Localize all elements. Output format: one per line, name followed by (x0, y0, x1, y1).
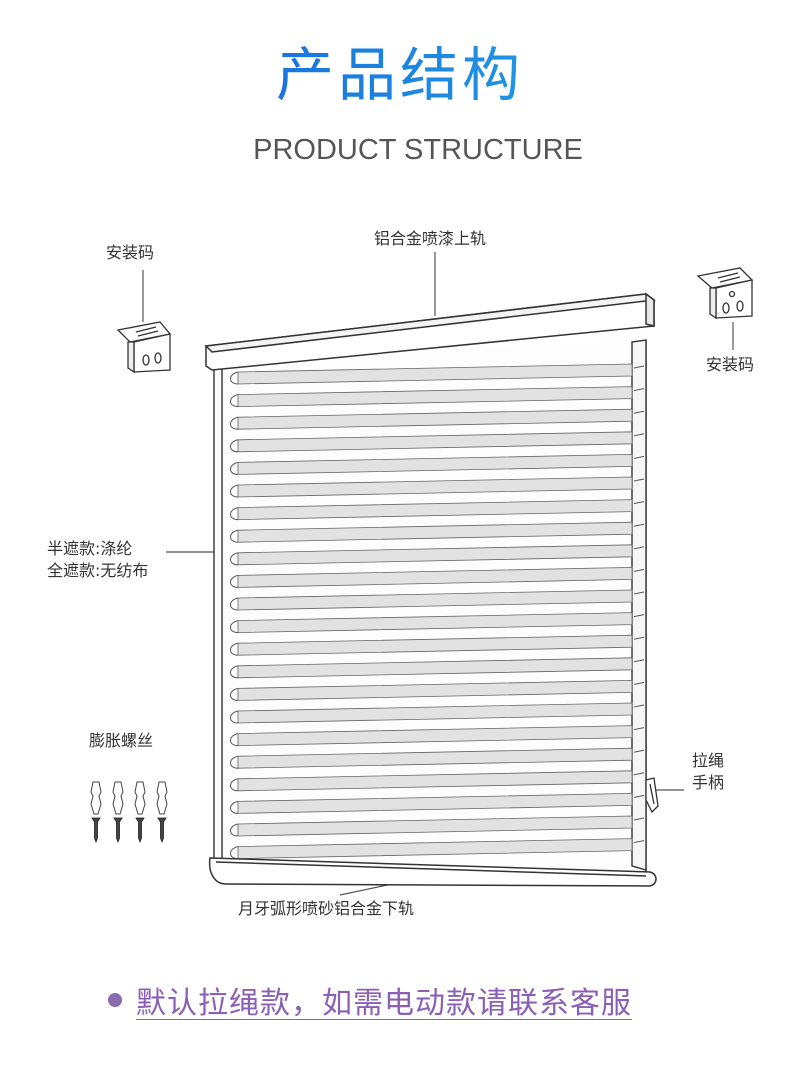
side-rail-tick (633, 614, 645, 618)
bracket-right-icon (696, 267, 754, 320)
side-rail-tick (633, 591, 645, 595)
anchor-plug (134, 781, 146, 815)
fabric-stripe (237, 499, 633, 521)
fabric-fold (230, 394, 239, 408)
label-screws: 膨胀螺丝 (89, 731, 154, 750)
bracket-left-icon (116, 321, 172, 374)
screw (157, 817, 167, 844)
footer-note-text[interactable]: 默认拉绳款，如需电动款请联系客服 (136, 986, 632, 1021)
side-rail-tick (633, 794, 645, 798)
side-rail-tick (633, 772, 645, 776)
side-rail-tick (633, 681, 645, 685)
fabric-fold (230, 755, 239, 769)
fabric-stripe (237, 566, 633, 588)
expansion-screws-icon (90, 781, 168, 844)
side-rail-tick (633, 478, 645, 482)
fabric-fold (230, 484, 239, 498)
fabric-stripe (237, 747, 633, 769)
cord-handle-icon (645, 777, 659, 814)
label-fabric-full: 全遮款:无纺布 (47, 560, 149, 580)
side-rail-tick (633, 455, 645, 459)
fabric-fold (230, 823, 239, 837)
fabric-stripe (237, 521, 633, 543)
fabric-fold (230, 371, 239, 385)
fabric-stripe (237, 815, 633, 837)
fabric-fold (230, 597, 239, 611)
fabric-fold (230, 439, 239, 453)
side-rail-tick (633, 546, 645, 550)
side-rail-tick (633, 365, 645, 369)
bullet-dot-icon (108, 993, 122, 1007)
fabric-stripe (237, 634, 633, 656)
fabric-stripe (237, 792, 633, 814)
label-handle-line2: 手柄 (692, 772, 725, 792)
label-top-rail: 铝合金喷漆上轨 (374, 229, 487, 248)
side-rail-tick (633, 501, 645, 505)
footer-note: 默认拉绳款，如需电动款请联系客服 (108, 978, 632, 1022)
fabric-stripe (237, 453, 633, 475)
fabric-stripe (237, 589, 633, 611)
fabric-fold (230, 733, 239, 747)
fabric-fold (230, 642, 239, 656)
fabric-fold (230, 416, 239, 430)
fabric-stripe (237, 386, 633, 408)
page-title: 产品结构 (0, 46, 800, 104)
side-rail-tick (633, 433, 645, 437)
fabric-stripe (237, 431, 633, 453)
page-subtitle: PRODUCT STRUCTURE (253, 134, 583, 166)
bottom-rail (208, 857, 657, 887)
side-rail-tick (633, 659, 645, 663)
fabric-stripe (237, 612, 633, 634)
label-fabric: 半遮款:涤纶 全遮款:无纺布 (47, 538, 148, 581)
fabric-stripe (237, 363, 633, 385)
fabric-fold (230, 665, 239, 679)
screw (91, 817, 101, 844)
fabric-stripe (237, 544, 633, 566)
fabric-stripe (237, 702, 633, 724)
anchor-plug (112, 781, 124, 815)
anchor-plug (156, 781, 168, 815)
side-rail-tick (633, 410, 645, 414)
label-fabric-semi: 半遮款:涤纶 (47, 539, 133, 558)
fabric-stripe (237, 408, 633, 430)
side-rail-tick (633, 749, 645, 753)
fabric-fold (230, 507, 239, 521)
label-handle: 拉绳 手柄 (692, 750, 724, 793)
fabric-stripe (237, 657, 633, 679)
label-bracket-left: 安装码 (106, 243, 155, 262)
fabric-fold (230, 552, 239, 566)
fabric-fold (230, 529, 239, 543)
fabric-fold (230, 574, 239, 588)
screw (113, 817, 123, 844)
side-rail-tick (633, 840, 645, 844)
screw (135, 817, 145, 844)
fabric-stripe (237, 725, 633, 747)
fabric-fold (230, 778, 239, 792)
side-rail-tick (633, 817, 645, 821)
fabric-fold (230, 620, 239, 634)
fabric-fold (230, 800, 239, 814)
anchor-plug (90, 781, 102, 815)
label-bracket-right: 安装码 (706, 355, 755, 374)
side-rail-tick (633, 636, 645, 640)
fabric-stripes (230, 363, 645, 860)
fabric-fold (230, 461, 239, 475)
side-rail-tick (633, 568, 645, 572)
label-bottom-rail: 月牙弧形喷砂铝合金下轨 (238, 899, 415, 918)
fabric-fold (230, 687, 239, 701)
side-rail-tick (633, 704, 645, 708)
fabric-stripe (237, 476, 633, 498)
side-rail-tick (633, 388, 645, 392)
top-rail (204, 292, 656, 371)
side-rail-tick (633, 523, 645, 527)
fabric-stripe (237, 770, 633, 792)
fabric-stripe (237, 838, 633, 860)
fabric-stripe (237, 679, 633, 701)
side-rail-tick (633, 727, 645, 731)
label-handle-line1: 拉绳 (692, 751, 725, 770)
fabric-fold (230, 710, 239, 724)
